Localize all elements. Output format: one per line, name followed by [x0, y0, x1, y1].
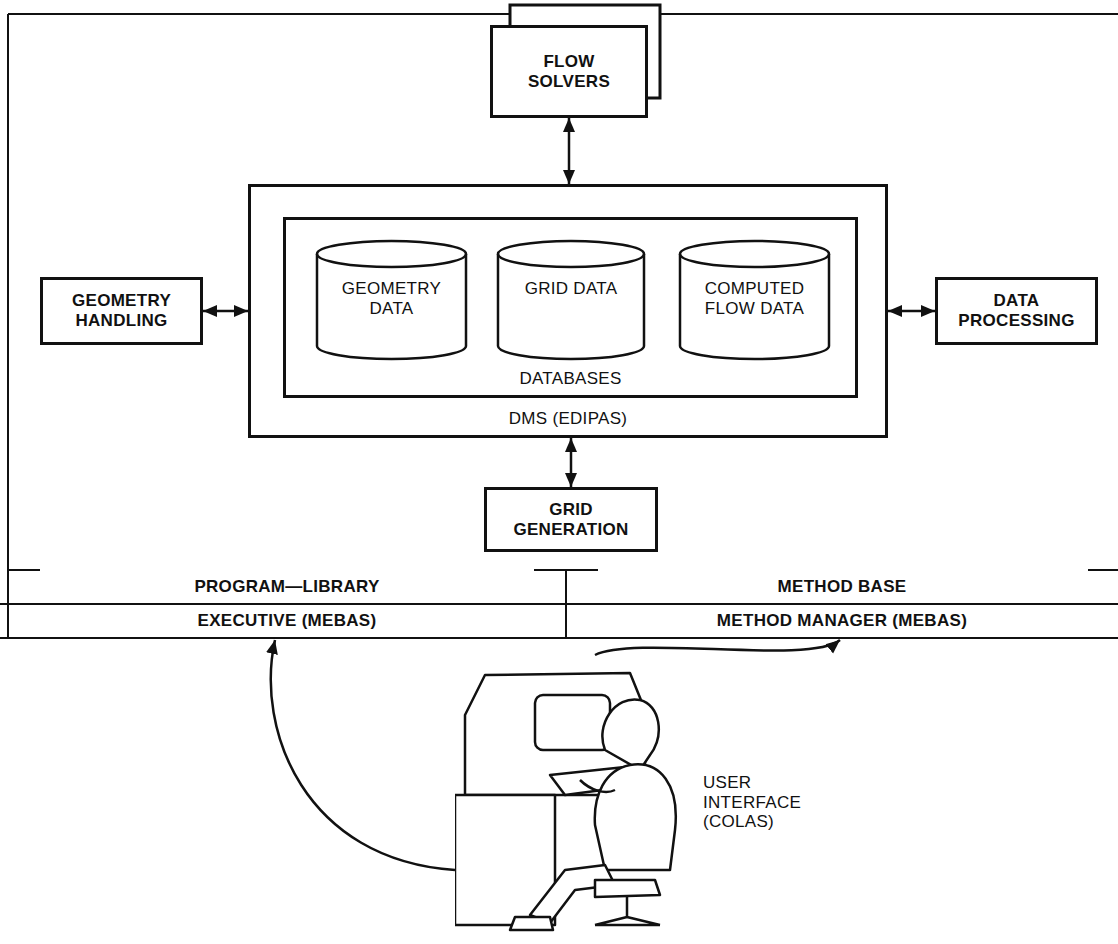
shoe [510, 917, 553, 930]
dms-box: DMS (EDIPAS) DATABASES GEOMETRY DATA GRID D… [248, 184, 888, 438]
solver-box: FLOW SOLVERS [490, 25, 648, 118]
connector-arrow [568, 118, 571, 184]
chair-seat [595, 880, 660, 897]
module-box: DATA PROCESSING [935, 277, 1098, 345]
arm [580, 780, 615, 792]
terminal-screen [535, 695, 610, 750]
cylinder-outline [496, 239, 646, 361]
box-label: COMPUTED FLOW DATA [699, 279, 811, 318]
box-label: GEOMETRY HANDLING [43, 291, 200, 330]
box-label: GEOMETRY DATA [336, 279, 448, 318]
database-cylinder: GRID DATA [496, 239, 646, 361]
connector-arrow [888, 310, 935, 313]
box-label: FLOW SOLVERS [493, 52, 645, 91]
user-label: USER INTERFACE (COLAS) [703, 773, 828, 832]
group-label: DATABASES [286, 369, 855, 389]
box-label: DATA PROCESSING [938, 291, 1095, 330]
band-label: METHOD BASE [778, 577, 907, 597]
manager-band: EXECUTIVE (MEBAS) [8, 604, 566, 638]
database-cylinder: GEOMETRY DATA [315, 239, 468, 361]
connector-arrow [595, 640, 840, 655]
user-workstation: USER INTERFACE (COLAS) [455, 655, 875, 940]
band-label: EXECUTIVE (MEBAS) [198, 611, 377, 631]
module-box: GEOMETRY HANDLING [40, 277, 203, 345]
user-illustration [455, 655, 695, 940]
database-cylinder: COMPUTED FLOW DATA [678, 239, 831, 361]
group-label: DMS (EDIPAS) [251, 409, 885, 429]
connector-arrow [570, 438, 573, 487]
connector-arrow [203, 310, 248, 313]
band-label: METHOD MANAGER (MEBAS) [717, 611, 967, 631]
manager-band: METHOD MANAGER (MEBAS) [566, 604, 1118, 638]
band-label: PROGRAM—LIBRARY [194, 577, 379, 597]
connector-arrow [271, 640, 455, 870]
box-label: GRID GENERATION [487, 500, 655, 539]
head [602, 699, 658, 770]
library-band: METHOD BASE [566, 570, 1118, 604]
module-box: GRID GENERATION [484, 487, 658, 552]
box-label: GRID DATA [515, 279, 627, 299]
library-band: PROGRAM—LIBRARY [8, 570, 566, 604]
terminal-figure [455, 673, 676, 930]
chair-base [595, 897, 660, 925]
database-group: DATABASES GEOMETRY DATA GRID DATA COMPUTED … [283, 217, 858, 398]
torso [595, 764, 676, 870]
